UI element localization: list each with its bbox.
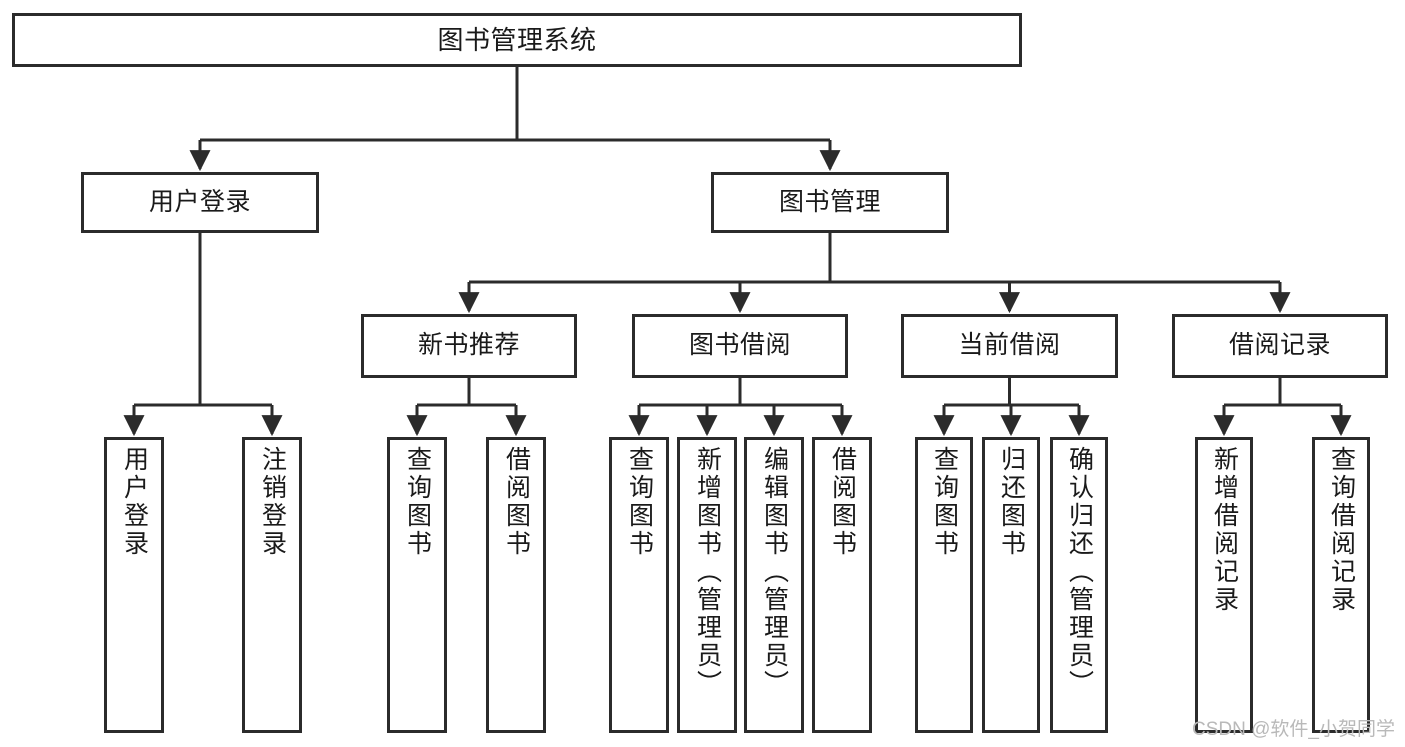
node-label: 图书管理	[778, 187, 881, 216]
node-label: 编辑图书（管理员）	[760, 446, 789, 698]
node-label: 用户登录	[148, 187, 251, 216]
node-label: 注销登录	[258, 446, 287, 558]
node-label: 图书管理系统	[437, 24, 597, 55]
node-label: 归还图书	[997, 446, 1026, 558]
node-newbook[interactable]: 新书推荐	[361, 314, 577, 378]
node-leaf-cur-query[interactable]: 查询图书	[915, 437, 973, 733]
node-leaf-cur-return[interactable]: 归还图书	[982, 437, 1040, 733]
node-leaf-rec-add[interactable]: 新增借阅记录	[1195, 437, 1253, 733]
node-label: 查询图书	[403, 446, 432, 558]
node-records[interactable]: 借阅记录	[1172, 314, 1388, 378]
node-leaf-user-login[interactable]: 用户登录	[104, 437, 164, 733]
node-login[interactable]: 用户登录	[81, 172, 319, 233]
node-leaf-bw-query[interactable]: 查询图书	[609, 437, 669, 733]
node-leaf-bw-edit[interactable]: 编辑图书（管理员）	[744, 437, 804, 733]
node-leaf-bw-add[interactable]: 新增图书（管理员）	[677, 437, 737, 733]
node-label: 借阅记录	[1228, 331, 1331, 360]
node-leaf-nb-query[interactable]: 查询图书	[387, 437, 447, 733]
node-bookmgmt[interactable]: 图书管理	[711, 172, 949, 233]
node-leaf-logout[interactable]: 注销登录	[242, 437, 302, 733]
node-borrow[interactable]: 图书借阅	[632, 314, 848, 378]
node-leaf-cur-confirm[interactable]: 确认归还（管理员）	[1050, 437, 1108, 733]
node-label: 借阅图书	[828, 446, 857, 558]
node-label: 新增借阅记录	[1210, 446, 1239, 614]
node-leaf-bw-borrow[interactable]: 借阅图书	[812, 437, 872, 733]
node-label: 新增图书（管理员）	[693, 446, 722, 698]
node-label: 借阅图书	[502, 446, 531, 558]
node-label: 查询图书	[625, 446, 654, 558]
node-label: 查询图书	[930, 446, 959, 558]
node-label: 查询借阅记录	[1327, 446, 1356, 614]
node-label: 确认归还（管理员）	[1065, 446, 1094, 698]
node-root[interactable]: 图书管理系统	[12, 13, 1022, 67]
node-label: 用户登录	[120, 446, 149, 558]
csdn-watermark: CSDN @软件_小贺同学	[1192, 719, 1395, 740]
node-label: 图书借阅	[688, 331, 791, 360]
node-leaf-rec-query[interactable]: 查询借阅记录	[1312, 437, 1370, 733]
node-label: 新书推荐	[417, 331, 520, 360]
node-label: 当前借阅	[958, 331, 1061, 360]
node-leaf-nb-borrow[interactable]: 借阅图书	[486, 437, 546, 733]
node-current[interactable]: 当前借阅	[901, 314, 1118, 378]
